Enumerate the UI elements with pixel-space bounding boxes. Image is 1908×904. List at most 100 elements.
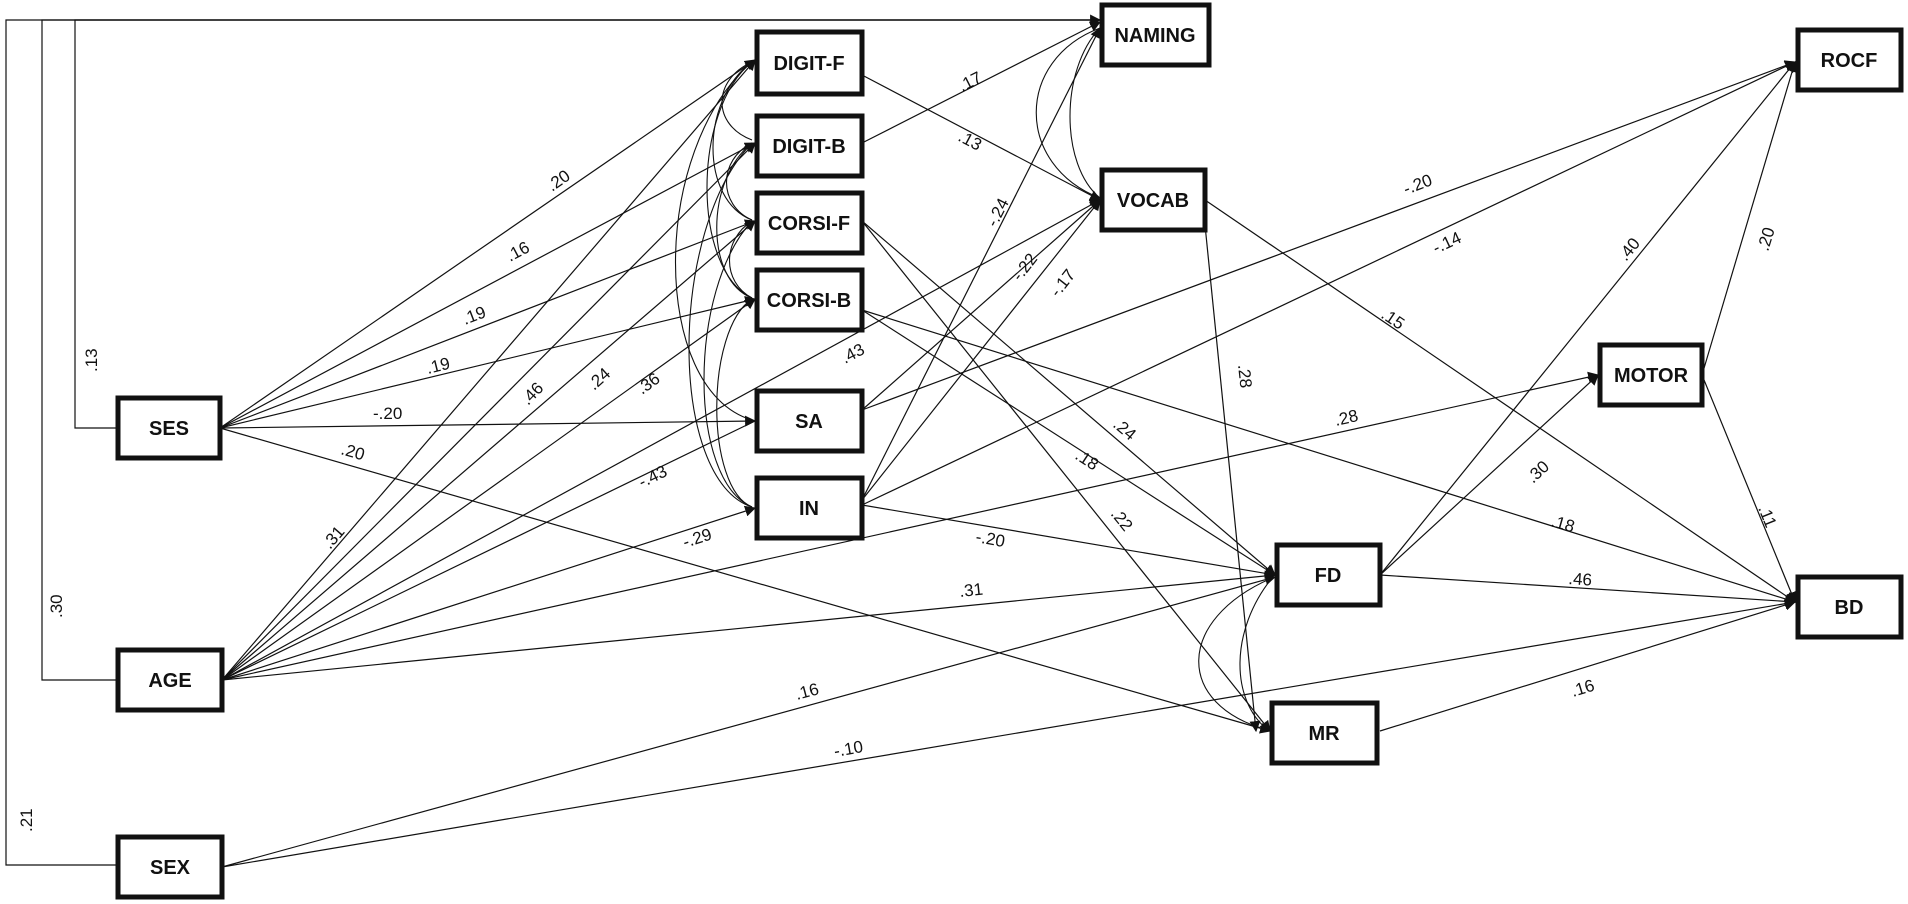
edge-in-naming <box>861 27 1101 501</box>
edge-fd-motor <box>1379 374 1599 576</box>
coef-ses-corsi-f: .19 <box>460 303 489 329</box>
node-corsi-b-label: CORSI-B <box>767 290 851 312</box>
node-age: AGE <box>115 647 225 713</box>
node-ses: SES <box>115 395 223 461</box>
edge-age-corsi-b <box>221 298 756 681</box>
edge-sex-naming <box>5 19 1100 866</box>
coef-in-vocab: -.22 <box>1008 250 1041 285</box>
coef-mr-bd: .16 <box>1569 676 1597 701</box>
cov-corsi-b-in <box>716 298 753 508</box>
node-bd-label: BD <box>1835 597 1864 619</box>
cov-digit-f-corsi-b <box>706 61 753 299</box>
edge-corsi-b-bd <box>861 309 1797 605</box>
coef-age-in: -.29 <box>680 525 714 552</box>
coef-ses-digit-f: .20 <box>543 166 573 195</box>
node-motor-label: MOTOR <box>1614 365 1689 387</box>
edge-vocab-mr <box>1204 224 1261 733</box>
cov-digit-f-digit-b <box>721 61 753 141</box>
node-sex-label: SEX <box>150 857 191 879</box>
edge-age-vocab <box>221 199 1101 681</box>
edge-age-naming <box>41 19 1100 681</box>
edge-age-digit-f <box>221 59 756 681</box>
cov-naming-vocab <box>1035 27 1101 199</box>
edge-sex-bd <box>221 598 1797 868</box>
nodes: SES AGE SEX DIGIT-F DIGIT-B CORSI-F CORS… <box>115 2 1904 900</box>
node-naming-label: NAMING <box>1114 25 1195 47</box>
edge-age-corsi-f <box>221 220 756 681</box>
coef-sex-fd: .16 <box>793 679 821 703</box>
edge-motor-bd <box>1701 374 1797 604</box>
node-mr-label: MR <box>1308 723 1340 745</box>
coef-age-digit-f: .31 <box>319 522 349 552</box>
coef-in-fd: -.20 <box>974 527 1006 551</box>
cov-fd-mr <box>1198 577 1273 731</box>
node-motor: MOTOR <box>1597 342 1705 408</box>
node-ses-label: SES <box>149 418 189 440</box>
coef-ses-naming: .13 <box>82 348 101 372</box>
coef-age-corsi-f: .24 <box>584 364 614 394</box>
cov-fd-mr-2 <box>1239 577 1273 731</box>
edge-age-motor <box>221 371 1600 681</box>
coef-in-vocab-2: -.17 <box>1046 266 1079 301</box>
coef-age-sa: -.43 <box>635 462 670 492</box>
coef-vocab-bd: .15 <box>1378 305 1408 334</box>
node-naming: NAMING <box>1099 2 1212 68</box>
edge-sa-vocab <box>861 199 1101 411</box>
edge-in-fd <box>861 504 1277 579</box>
coef-age-naming: .30 <box>47 594 66 618</box>
coef-ses-corsi-b: .19 <box>424 354 452 378</box>
coef-age-corsi-b: .36 <box>633 369 663 398</box>
node-digit-b: DIGIT-B <box>754 113 865 179</box>
node-in-label: IN <box>799 498 819 520</box>
coef-corsi-f-mr: .22 <box>1107 505 1137 535</box>
coef-fd-rocf: .40 <box>1614 234 1644 264</box>
edge-age-fd <box>221 570 1277 681</box>
node-rocf-label: ROCF <box>1821 50 1878 72</box>
node-digit-f: DIGIT-F <box>754 29 865 97</box>
cov-corsi-f-corsi-b <box>729 220 753 299</box>
node-age-label: AGE <box>148 670 191 692</box>
coef-age-motor: .28 <box>1333 406 1360 430</box>
coef-motor-bd: .11 <box>1754 502 1780 530</box>
node-digit-b-label: DIGIT-B <box>772 136 845 158</box>
edge-ses-corsi-b <box>219 295 757 429</box>
edge-mr-bd <box>1379 599 1797 732</box>
node-mr: MR <box>1269 700 1380 766</box>
coef-fd-motor: .30 <box>1523 457 1553 487</box>
edge-corsi-f-mr <box>861 220 1271 732</box>
edge-sex-fd <box>221 574 1277 868</box>
node-in: IN <box>754 475 865 541</box>
edge-vocab-bd <box>1204 199 1796 603</box>
coef-ses-mr: .20 <box>339 440 367 465</box>
cov-naming-vocab-2 <box>1069 27 1101 199</box>
node-corsi-b: CORSI-B <box>754 267 865 333</box>
coef-corsi-b-fd: .18 <box>1072 445 1102 474</box>
cov-digit-b-in <box>688 142 753 508</box>
edge-in-vocab <box>861 199 1101 501</box>
coef-sex-bd: -.10 <box>832 737 864 761</box>
node-rocf: ROCF <box>1795 27 1904 93</box>
coef-in-naming: -.24 <box>983 195 1013 230</box>
node-sa: SA <box>754 388 865 454</box>
coef-digit-f-vocab: .13 <box>955 127 985 155</box>
edges <box>5 14 1798 868</box>
edge-ses-digit-b <box>219 142 756 429</box>
edge-sa-rocf <box>861 60 1797 411</box>
edge-age-digit-b <box>221 142 756 681</box>
coef-vocab-mr: .28 <box>1234 363 1255 388</box>
edge-corsi-b-fd <box>861 309 1276 576</box>
cov-corsi-f-in <box>703 220 753 508</box>
node-vocab-label: VOCAB <box>1117 190 1189 212</box>
edge-fd-rocf <box>1379 61 1796 576</box>
edge-corsi-f-fd <box>861 220 1276 576</box>
edge-fd-bd <box>1379 574 1797 607</box>
node-vocab: VOCAB <box>1099 167 1208 233</box>
node-corsi-f-label: CORSI-F <box>768 213 850 235</box>
edge-ses-mr <box>219 427 1272 734</box>
coef-sa-rocf: -.20 <box>1401 170 1435 198</box>
node-bd: BD <box>1795 574 1904 640</box>
coef-sex-naming: .21 <box>17 808 36 832</box>
edge-ses-corsi-f <box>219 219 757 429</box>
cov-digit-b-corsi-f <box>726 142 753 221</box>
